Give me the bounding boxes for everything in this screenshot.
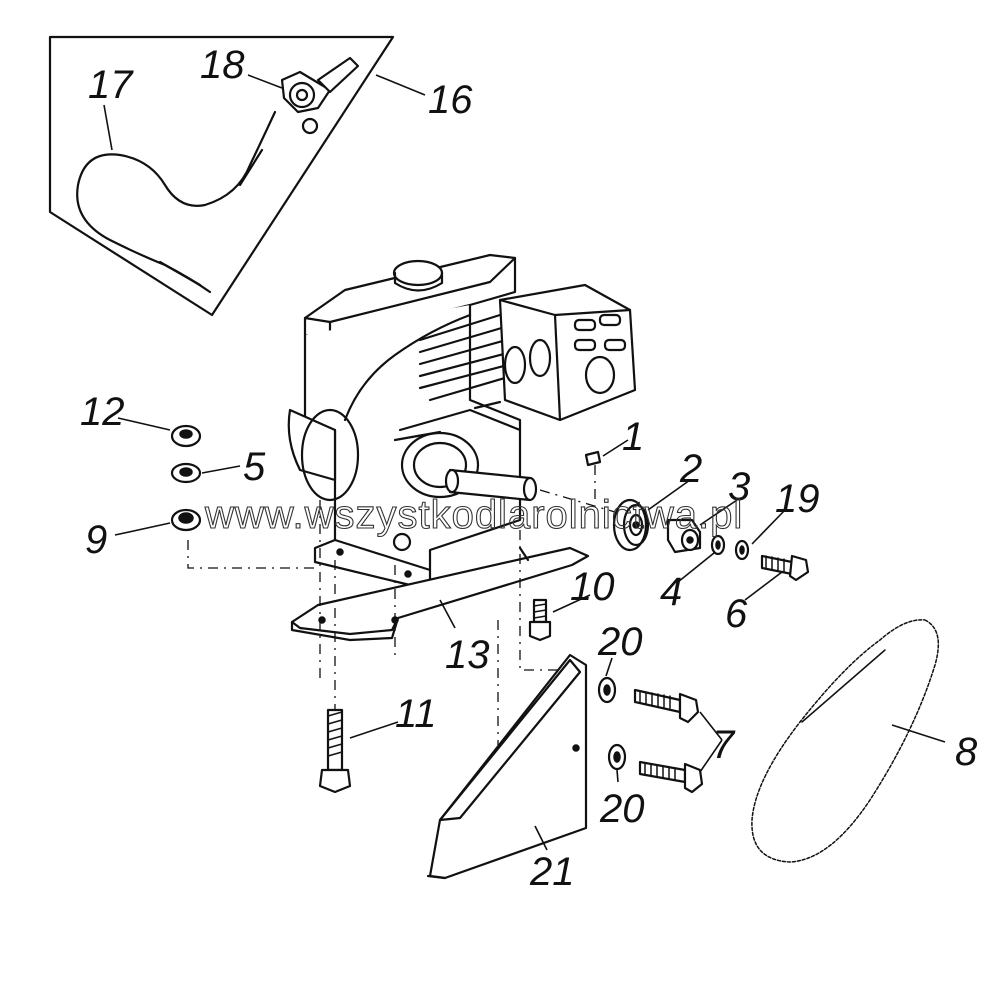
cylinder-fins — [418, 313, 517, 402]
callout-8: 8 — [955, 730, 978, 774]
watermark: www.wszystkodlarolnictwa.pl — [204, 493, 743, 537]
washer-4 — [710, 534, 726, 556]
leader-lines — [103, 74, 946, 851]
callout-4: 4 — [660, 570, 682, 614]
callout-1: 1 — [622, 415, 644, 459]
callout-19: 19 — [775, 477, 820, 521]
centre-lines — [187, 465, 616, 745]
washer-9 — [170, 508, 202, 532]
mounting-plate — [290, 546, 590, 642]
callout-12: 12 — [80, 390, 125, 434]
engine — [287, 253, 637, 587]
callout-13: 13 — [445, 633, 490, 677]
pulley-2 — [612, 498, 650, 552]
callout-9: 9 — [85, 518, 107, 562]
v-belt-8 — [751, 619, 940, 863]
washer-20-upper — [597, 676, 617, 704]
hub-3 — [666, 518, 702, 554]
washer-20-lower — [607, 743, 627, 771]
callout-2: 2 — [679, 447, 702, 491]
callout-7: 7 — [712, 723, 736, 767]
key-1 — [584, 450, 602, 467]
bolt-10 — [528, 598, 552, 642]
bolt-7-lower — [638, 760, 704, 794]
callout-11: 11 — [395, 692, 437, 736]
throttle-lever — [280, 56, 360, 135]
callout-20-upper: 20 — [597, 620, 643, 664]
bolt-7-upper — [633, 688, 700, 724]
callout-3: 3 — [728, 465, 750, 509]
callout-5: 5 — [243, 445, 266, 489]
washer-5 — [170, 462, 202, 484]
callout-20-lower: 20 — [599, 787, 645, 831]
bolt-6 — [760, 554, 810, 582]
callout-18: 18 — [200, 43, 245, 87]
throttle-cable-inset — [48, 35, 395, 317]
bolt-11 — [318, 708, 352, 794]
nut-12 — [170, 424, 202, 448]
throttle-cable — [76, 110, 277, 294]
muffler — [498, 283, 637, 422]
callout-10: 10 — [570, 565, 615, 609]
belt-guard-21 — [426, 653, 588, 880]
washer-19 — [734, 539, 750, 561]
callout-6: 6 — [725, 592, 748, 636]
callout-labels: 1 2 3 19 4 6 10 13 11 20 7 20 21 8 12 5 … — [80, 43, 978, 894]
callout-16: 16 — [428, 78, 473, 122]
output-shaft — [444, 468, 538, 502]
callout-21: 21 — [529, 850, 575, 894]
callout-17: 17 — [88, 63, 134, 107]
